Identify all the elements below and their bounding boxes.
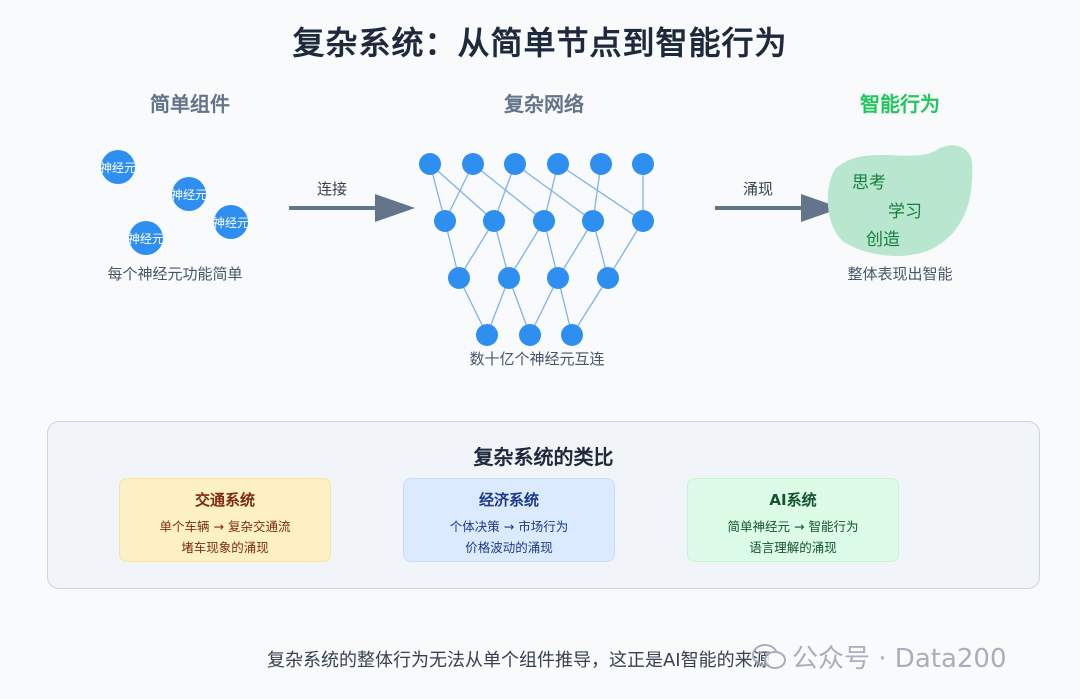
network-node	[462, 153, 484, 175]
network-node	[476, 324, 498, 346]
simple-components-caption: 每个神经元功能简单	[107, 265, 243, 283]
intelligence-cloud	[827, 145, 973, 256]
analogy-title: 复杂系统的类比	[473, 445, 614, 469]
emerge-label: 涌现	[742, 180, 773, 198]
network-node	[533, 210, 555, 232]
page-title: 复杂系统：从简单节点到智能行为	[292, 24, 788, 62]
traffic-system-card: 交通系统 单个车辆 → 复杂交通流 堵车现象的涌现	[119, 478, 331, 562]
neural-network-diagram	[419, 153, 654, 346]
card-line: 价格波动的涌现	[465, 540, 553, 555]
network-node	[597, 267, 619, 289]
economic-system-card: 经济系统 个体决策 → 市场行为 价格波动的涌现	[403, 478, 615, 562]
network-node	[582, 210, 604, 232]
network-node	[590, 153, 612, 175]
footer-note: 复杂系统的整体行为无法从单个组件推导，这正是AI智能的来源	[267, 650, 771, 671]
card-title: AI系统	[769, 491, 817, 509]
network-node	[483, 210, 505, 232]
network-node	[448, 267, 470, 289]
watermark-text: 公众号 · Data200	[792, 644, 1007, 674]
network-node	[519, 324, 541, 346]
intelligent-behavior-title: 智能行为	[860, 92, 940, 116]
complex-network-caption: 数十亿个神经元互连	[469, 350, 605, 368]
network-node	[547, 153, 569, 175]
network-node	[632, 153, 654, 175]
card-line: 单个车辆 → 复杂交通流	[159, 519, 291, 534]
watermark: 公众号 · Data200	[752, 638, 1007, 675]
thought-word: 创造	[866, 230, 900, 250]
neuron-node: 神经元	[129, 221, 163, 255]
neuron-node: 神经元	[101, 150, 135, 184]
network-node	[498, 267, 520, 289]
card-title: 经济系统	[478, 491, 539, 509]
right-arrow-icon	[289, 194, 415, 222]
card-line: 个体决策 → 市场行为	[449, 519, 569, 534]
card-line: 堵车现象的涌现	[181, 540, 269, 555]
network-node	[561, 324, 583, 346]
network-node	[419, 153, 441, 175]
intelligent-behavior-caption: 整体表现出智能	[847, 265, 953, 283]
network-node	[547, 267, 569, 289]
neuron-node: 神经元	[214, 205, 248, 239]
card-title: 交通系统	[194, 491, 255, 509]
card-line: 语言理解的涌现	[749, 540, 837, 555]
connect-label: 连接	[316, 180, 347, 198]
simple-components-title: 简单组件	[150, 92, 230, 116]
thought-word: 学习	[888, 202, 922, 222]
card-line: 简单神经元 → 智能行为	[727, 519, 859, 534]
ai-system-card: AI系统 简单神经元 → 智能行为 语言理解的涌现	[687, 478, 899, 562]
right-arrow-icon	[715, 194, 841, 222]
neuron-node: 神经元	[172, 177, 206, 211]
complex-network-title: 复杂网络	[504, 92, 584, 116]
network-node	[434, 210, 456, 232]
thought-word: 思考	[852, 173, 886, 193]
network-node	[504, 153, 526, 175]
network-node	[632, 210, 654, 232]
wechat-icon	[752, 643, 786, 669]
